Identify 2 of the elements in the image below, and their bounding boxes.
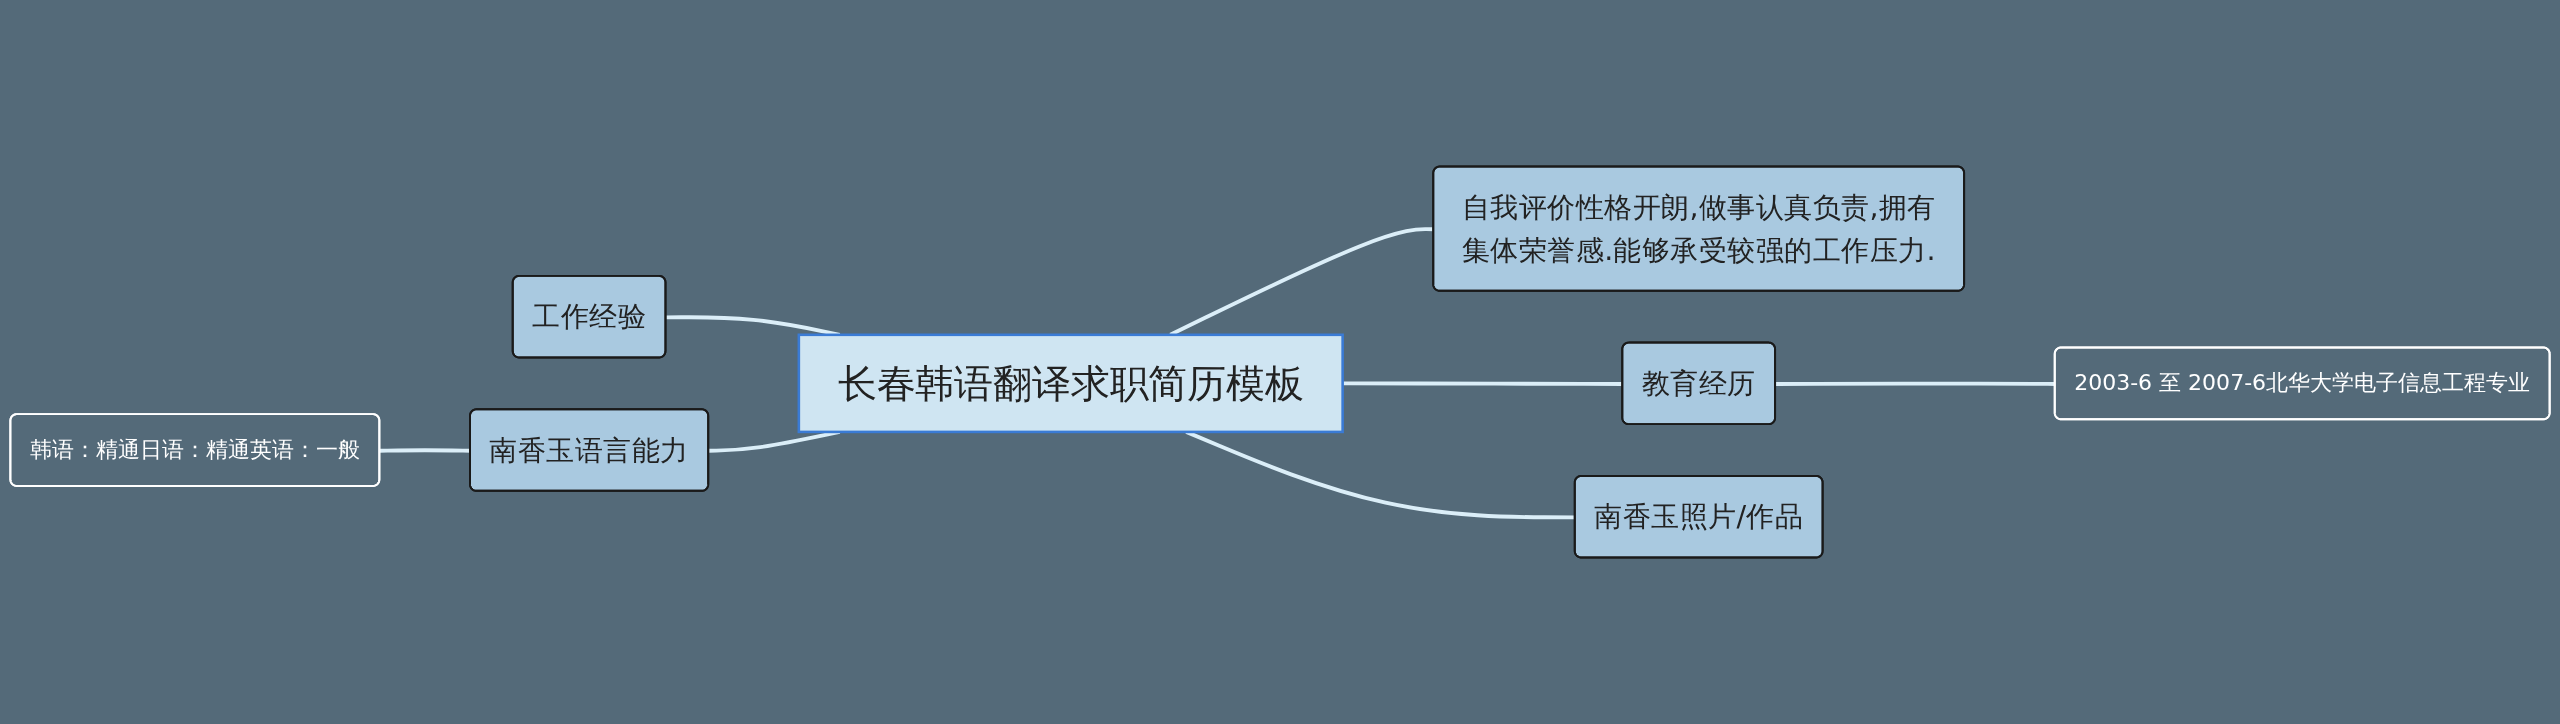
connector — [1342, 381, 1623, 386]
node-box: 长春韩语翻译求职简历模板 — [797, 333, 1344, 434]
